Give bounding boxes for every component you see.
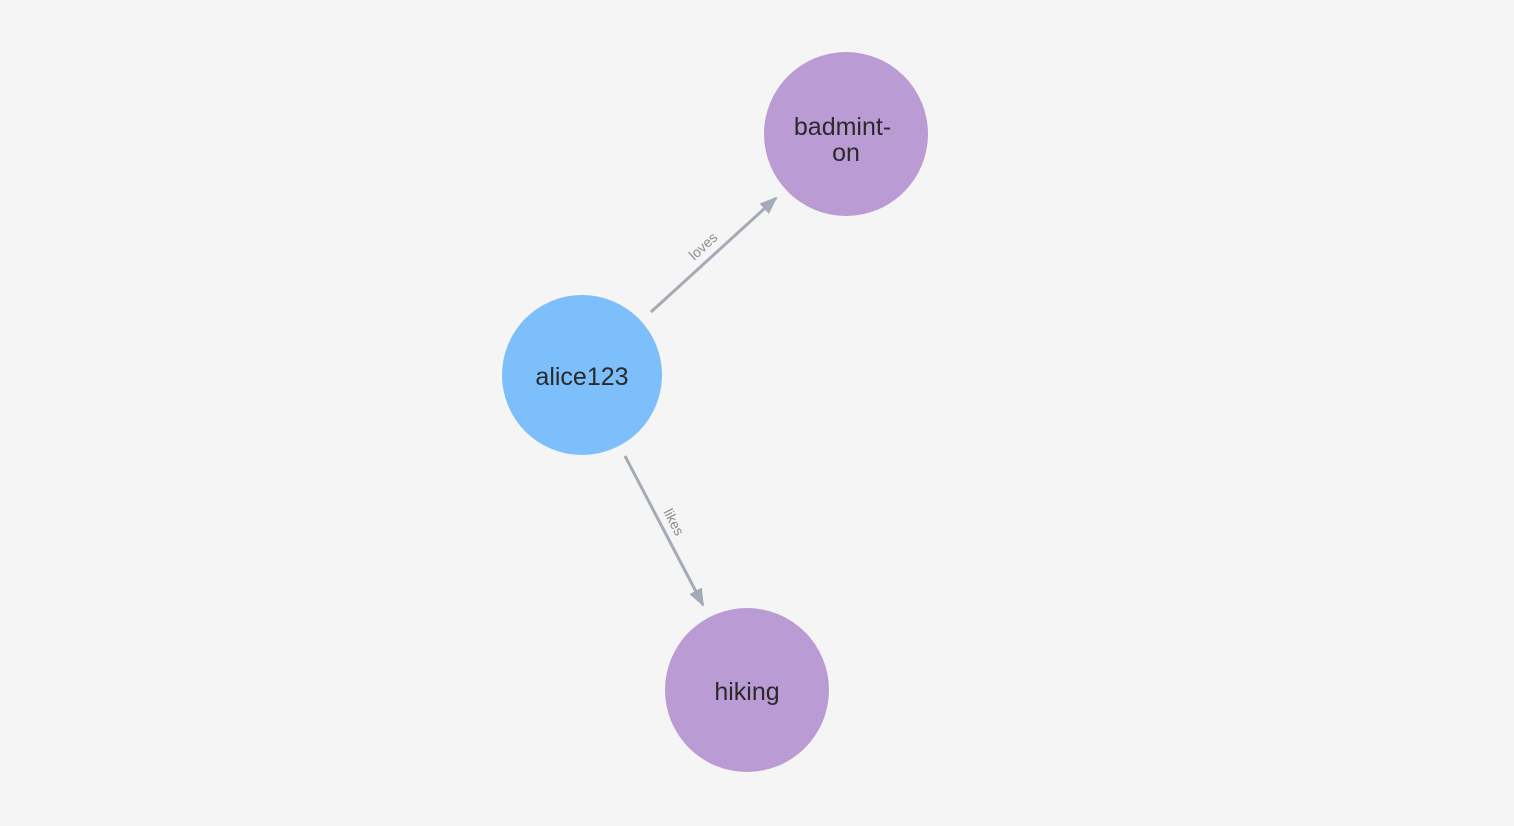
node-alice123[interactable]: alice123: [502, 295, 662, 455]
node-badminton-label[interactable]: badmint- on: [794, 113, 898, 167]
relationship-loves-line[interactable]: [649, 196, 778, 314]
node-hiking-label[interactable]: hiking: [714, 678, 779, 706]
node-badminton-label-line2: on: [832, 139, 860, 167]
node-hiking-circle[interactable]: [665, 608, 829, 772]
node-hiking[interactable]: hiking: [665, 608, 829, 772]
node-badminton-circle[interactable]: [764, 52, 928, 216]
node-alice123-label[interactable]: alice123: [535, 363, 628, 391]
relationship-likes-line[interactable]: [623, 455, 705, 607]
node-badminton-label-line1: badmint-: [794, 113, 891, 141]
node-badminton[interactable]: badmint- on: [764, 52, 928, 216]
node-alice123-circle[interactable]: [502, 295, 662, 455]
